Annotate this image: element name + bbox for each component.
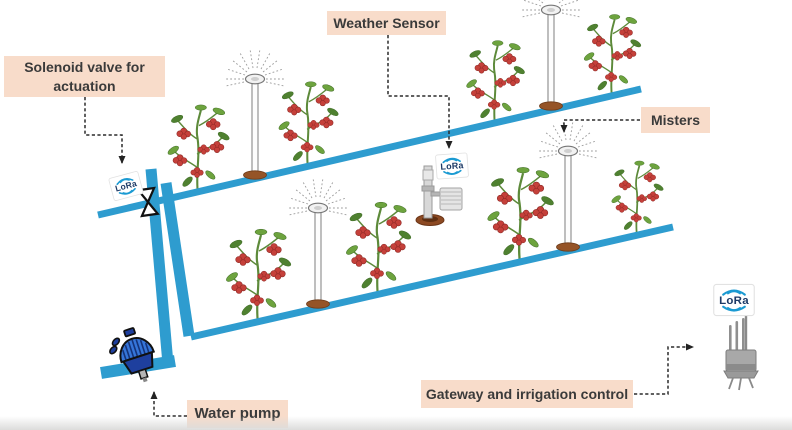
bottom-shadow: [0, 416, 792, 430]
gateway-label: Gateway and irrigation control: [421, 380, 633, 408]
mister-sprinkler-icon: [520, 0, 582, 111]
weather-sensor-label-text: Weather Sensor: [333, 14, 440, 31]
solenoid-valve-label-text: Solenoid valve for actuation: [24, 59, 145, 94]
misters-label: Misters: [641, 107, 710, 133]
gateway-label-text: Gateway and irrigation control: [425, 385, 629, 402]
raspberry-plant-icon: [225, 229, 292, 323]
weather-sensor-label: Weather Sensor: [327, 11, 446, 35]
connector-gateway: [634, 343, 694, 395]
lora-node-icon: LoRa: [712, 283, 756, 317]
raspberry-plant-icon: [345, 202, 412, 296]
pipe-supply-left: [145, 168, 174, 365]
misters-label-text: Misters: [650, 111, 701, 128]
weather-station-icon: [415, 165, 463, 226]
connector-solenoid: [84, 97, 126, 164]
connector-pump: [150, 391, 187, 417]
connector-weather: [387, 35, 453, 149]
lora-node-icon: LoRa: [107, 170, 145, 202]
pipe-supply-right: [160, 182, 195, 337]
mister-sprinkler-icon: [537, 120, 599, 252]
annotation-connectors: [84, 35, 694, 417]
solenoid-valve-label: Solenoid valve for actuation: [4, 56, 165, 97]
mister-sprinkler-icon: [224, 48, 286, 180]
gateway-antenna-icon: [723, 316, 759, 391]
raspberry-plant-icon: [465, 41, 525, 125]
connector-misters: [560, 119, 640, 133]
raspberry-plant-icon: [167, 105, 231, 194]
lora-badge: LoRa: [440, 160, 465, 172]
pipe-bottom-lateral: [190, 223, 674, 341]
raspberry-plant-icon: [611, 161, 665, 236]
raspberry-plant-icon: [278, 82, 340, 168]
raspberry-plants: [167, 14, 665, 323]
water-pump-icon: [109, 327, 156, 383]
raspberry-plant-icon: [486, 167, 555, 263]
mister-sprinkler-icon: [287, 177, 349, 309]
raspberry-plant-icon: [583, 14, 642, 97]
lora-node-icon: LoRa: [434, 152, 470, 180]
lora-badge: LoRa: [719, 295, 749, 307]
